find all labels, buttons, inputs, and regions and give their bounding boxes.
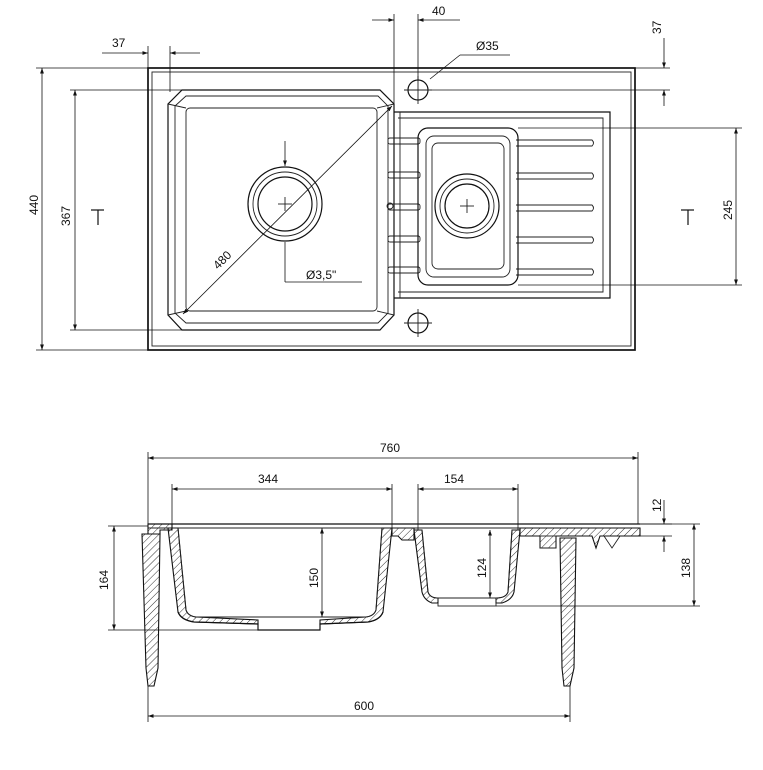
- dim-tap-hole-offset-top: 37: [650, 20, 664, 34]
- cabinet-wall-right: [559, 537, 577, 687]
- dim-bowl-depth: 367: [59, 206, 73, 226]
- dim-cabinet-width: 600: [354, 699, 374, 713]
- dim-total-height-right: 138: [679, 558, 693, 578]
- dim-tap-hole-diameter: Ø35: [476, 39, 499, 53]
- small-bowl-drain: [434, 173, 500, 239]
- dim-big-bowl-width: 344: [258, 472, 278, 486]
- dim-drain-diameter: Ø3,5": [306, 268, 336, 282]
- dim-small-bowl-width: 154: [444, 472, 464, 486]
- dim-overall-depth: 440: [27, 195, 41, 215]
- dim-big-bowl-height: 150: [307, 568, 321, 588]
- dim-rim-height: 164: [97, 570, 111, 590]
- sink-outline: [147, 67, 636, 351]
- section-marker-right: [681, 209, 694, 225]
- section-marker-left: [91, 209, 104, 225]
- cabinet-wall-left: [141, 533, 161, 687]
- small-bowl: [417, 127, 519, 286]
- dim-small-bowl-depth: 245: [721, 200, 735, 220]
- dim-diagonal: 480: [210, 248, 234, 272]
- dim-drainer-thickness: 12: [650, 498, 664, 512]
- sink-outline-inner: [151, 71, 632, 347]
- dim-tap-hole-offset: 40: [432, 4, 446, 18]
- section-view: 760 344 154 12 164 150 124 138: [97, 441, 700, 722]
- dim-small-bowl-height: 124: [475, 558, 489, 578]
- dim-bowl-offset-left-label: 37: [112, 36, 126, 50]
- drainer-area: [386, 111, 611, 299]
- diagonal-dimension-line: [182, 105, 393, 315]
- top-view: 480 Ø3,5": [27, 4, 742, 351]
- big-bowl-section: [167, 527, 259, 625]
- small-bowl-section: [413, 529, 439, 604]
- dim-overall-width: 760: [380, 441, 400, 455]
- big-bowl: [167, 89, 395, 331]
